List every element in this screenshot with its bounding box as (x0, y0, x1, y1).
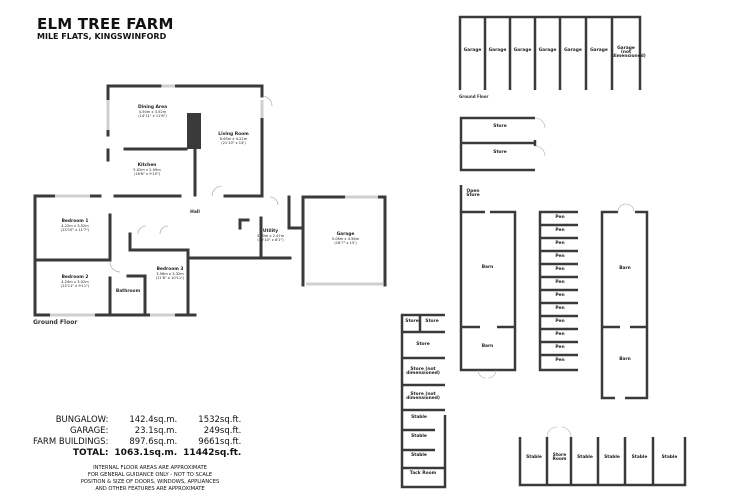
room-utility: Utility 3.30m x 2.47m (10'10" x 8'1") (256, 229, 285, 243)
room-garage: Garage 5.06m x 4.56m (16'7" x 15') (331, 232, 360, 246)
room-bathroom: Bathroom (115, 289, 141, 294)
room-dining-area: Dining Area 4.50m x 3.52m (14'11" x 11'6… (137, 105, 168, 119)
garage-6: Garage (590, 48, 608, 53)
room-bedroom-3: Bedroom 3 3.56m x 3.32m (11'8" x 10'11") (155, 267, 185, 281)
range-store-4: Store (not dimensioned) (406, 367, 440, 377)
garage-3: Garage (513, 48, 532, 53)
barn-right-2: Barn (619, 357, 631, 362)
disclaimer: INTERNAL FLOOR AREAS ARE APPROXIMATE FOR… (80, 465, 220, 492)
property-address: MILE FLATS, KINGSWINFORD (37, 32, 167, 41)
area-row-total: TOTAL: 1063.1sq.m. 11442sq.ft. (72, 448, 242, 458)
area-row-bungalow: BUNGALOW: 142.4sq.m. 1532sq.ft. (55, 415, 242, 425)
barn-right-1: Barn (619, 266, 631, 271)
store-room-bottom: Store Room (552, 453, 567, 463)
stable-bottom-5: Stable (661, 455, 678, 460)
garage-4: Garage (538, 48, 557, 53)
pen-6: Pen (555, 280, 565, 285)
pen-9: Pen (555, 319, 565, 324)
barn-left-1: Barn (481, 265, 494, 270)
farm-floor-label: Ground Floor (459, 94, 489, 99)
area-row-farm-buildings: FARM BUILDINGS: 897.6sq.m. 9661sq.ft. (33, 437, 242, 447)
store-top-2: Store (493, 150, 507, 155)
stable-bottom-1: Stable (526, 455, 542, 460)
range-store-2: Store (425, 319, 439, 324)
range-store-1: Store (405, 319, 419, 324)
pen-2: Pen (555, 228, 565, 233)
range-stable-1: Stable (411, 415, 427, 420)
garage-5: Garage (564, 48, 582, 53)
pen-11: Pen (555, 345, 565, 350)
bungalow-floor-label: Ground Floor (33, 319, 78, 326)
room-bedroom-1: Bedroom 1 4.22m x 3.52m (13'10" x 11'7") (60, 219, 90, 233)
range-store-5: Store (not dimensioned) (406, 392, 440, 402)
garage-1: Garage (463, 48, 482, 53)
area-summary-table: BUNGALOW: 142.4sq.m. 1532sq.ft. GARAGE: … (30, 415, 244, 459)
area-row-garage: GARAGE: 23.1sq.m. 249sq.ft. (69, 426, 242, 436)
pen-1: Pen (555, 215, 565, 220)
range-store-3: Store (416, 342, 430, 347)
pen-12: Pen (555, 358, 565, 363)
pen-7: Pen (555, 293, 565, 298)
range-stable-3: Stable (411, 453, 427, 458)
pen-3: Pen (555, 241, 565, 246)
barn-left-2: Barn (481, 344, 494, 349)
room-bedroom-2: Bedroom 2 4.24m x 3.02m (13'11" x 9'11") (60, 275, 90, 289)
garage-2: Garage (488, 48, 507, 53)
stable-bottom-2: Stable (577, 455, 593, 460)
pen-8: Pen (555, 306, 565, 311)
room-hall: Hall (190, 210, 200, 215)
room-kitchen: Kitchen 5.02m x 2.99m (16'6" x 9'10") (133, 163, 161, 177)
room-living-room: Living Room 6.65m x 4.22m (21'10" x 14') (218, 132, 249, 146)
range-tack-room: Tack Room (409, 471, 437, 476)
pen-10: Pen (555, 332, 565, 337)
pen-4: Pen (555, 254, 565, 259)
pen-5: Pen (555, 267, 565, 272)
garage-7: Garage (not dimensioned) (612, 46, 646, 60)
stable-bottom-4: Stable (631, 455, 648, 460)
property-title: ELM TREE FARM (37, 15, 174, 33)
stable-bottom-3: Stable (604, 455, 620, 460)
range-stable-2: Stable (411, 434, 427, 439)
store-top-1: Store (493, 124, 507, 129)
open-store: Open Store (466, 189, 480, 199)
